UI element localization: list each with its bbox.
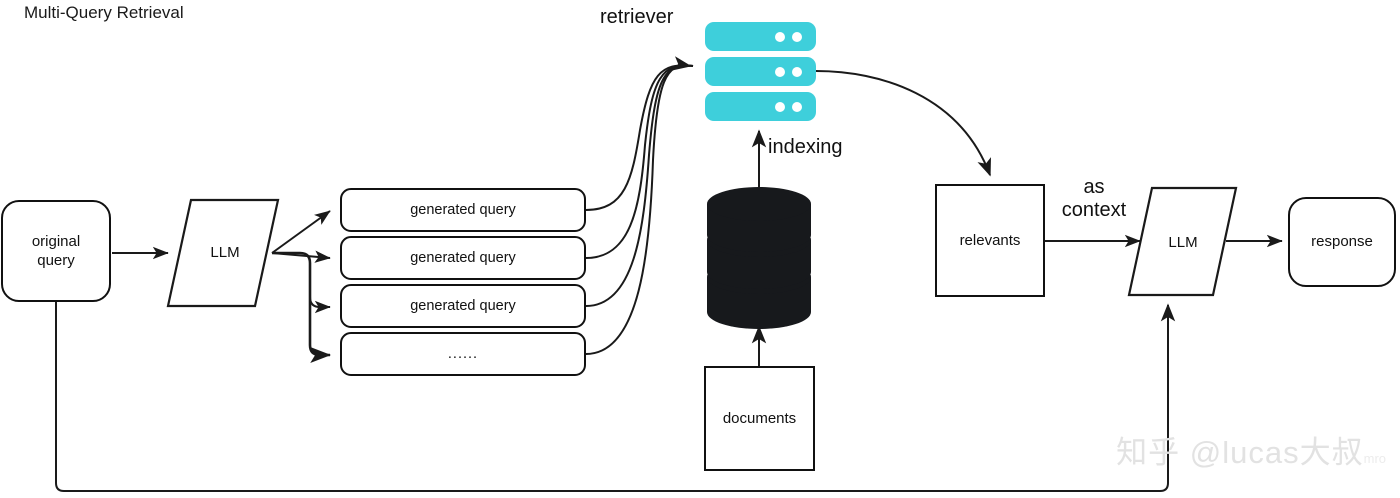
retriever-dot-icon [775, 31, 785, 42]
watermark-sub: mro [1363, 451, 1386, 466]
retriever-dot-icon [792, 31, 802, 42]
watermark-text: 知乎 @lucas大叔 [1116, 435, 1364, 470]
edge-gq4-to-retriever-arrow [585, 56, 692, 355]
edge-gq1-to-retriever [585, 64, 694, 211]
retriever-bar-1[interactable] [705, 22, 816, 51]
retriever-dot-icon [775, 101, 785, 112]
watermark: 知乎 @lucas大叔mro [1116, 427, 1386, 472]
retriever-bar-3[interactable] [705, 92, 816, 121]
retriever-dot-icon [792, 101, 802, 112]
node-relevants-label: relevants [959, 231, 1021, 249]
node-generated-query-1-label: generated query [410, 201, 516, 218]
edge-label-as-context: as context [1061, 176, 1127, 222]
node-generated-query-3[interactable]: generated query [340, 284, 586, 328]
node-generated-query-1[interactable]: generated query [340, 188, 586, 232]
retriever-label: retriever [600, 6, 674, 28]
node-response-label: response [1311, 233, 1373, 251]
node-original-query-label: original query [31, 232, 81, 269]
shape-llm-left [166, 198, 280, 308]
edge-gq2-to-retriever [585, 64, 694, 259]
shape-llm-right [1127, 186, 1238, 297]
node-generated-query-4-label: ...... [447, 345, 479, 362]
node-generated-query-4[interactable]: ...... [340, 332, 586, 376]
retriever-dot-icon [792, 66, 802, 77]
node-generated-query-2[interactable]: generated query [340, 236, 586, 280]
node-relevants[interactable]: relevants [935, 184, 1045, 297]
edge-llm-to-gq-branch [272, 251, 332, 364]
node-generated-query-2-label: generated query [410, 249, 516, 266]
edge-feedback-original-query [55, 301, 1176, 492]
node-documents[interactable]: documents [704, 366, 815, 471]
edge-label-indexing: indexing [768, 136, 843, 158]
database-cylinder [707, 187, 811, 329]
retriever-bar-2[interactable] [705, 57, 816, 86]
node-response[interactable]: response [1288, 197, 1396, 287]
diagram-title: Multi-Query Retrieval [24, 3, 184, 22]
edge-llm-to-gq1 [271, 210, 331, 254]
node-documents-label: documents [722, 409, 797, 427]
edge-retriever-to-relevants [815, 70, 991, 177]
node-generated-query-3-label: generated query [410, 297, 516, 314]
edge-llm-to-gq3 [309, 296, 331, 314]
node-original-query[interactable]: original query [1, 200, 111, 302]
retriever-dot-icon [775, 66, 785, 77]
